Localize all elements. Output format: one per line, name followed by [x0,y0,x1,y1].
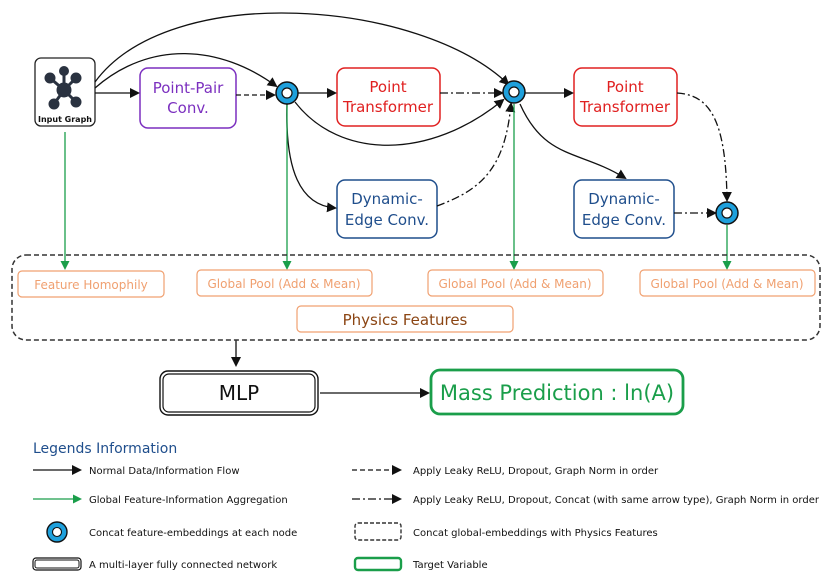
point-pair-line1: Point-Pair [153,79,224,97]
feature-homophily-label: Feature Homophily [34,278,148,292]
dashdot-arrows [436,88,732,218]
physics-features-label: Physics Features [343,311,468,329]
legend: Legends Information Normal Data/Informat… [32,441,820,572]
dynamic-edge-1-line2: Edge Conv. [345,211,429,229]
point-pair-conv-node: Point-Pair Conv. [139,67,237,129]
legend-concat-global-icon [354,522,402,541]
legend-concat-node-label: Concat feature-embeddings at each node [89,528,297,539]
arrow-pt2-to-concat3 [676,92,732,202]
input-graph-node: Input Graph [34,57,96,127]
arrow-concat2-to-de2 [519,103,627,180]
legend-global-aggregation-label: Global Feature-Information Aggregation [89,495,288,506]
legend-dashdot-label: Apply Leaky ReLU, Dropout, Concat (with … [413,495,820,506]
arrow-de1-to-concat2 [436,102,516,207]
mass-prediction-label: Mass Prediction : ln(A) [440,381,674,405]
legend-target-label: Target Variable [412,560,488,571]
point-transformer-1-line1: Point [369,78,406,96]
concat-node-3 [715,201,739,225]
global-pool-2-label: Global Pool (Add & Mean) [438,277,591,291]
dynamic-edge-conv-1-node: Dynamic- Edge Conv. [336,179,438,239]
point-pair-line2: Conv. [167,99,209,117]
dynamic-edge-2-line1: Dynamic- [588,190,660,208]
point-transformer-2-line1: Point [606,78,643,96]
global-pool-2-box: Global Pool (Add & Mean) [427,269,604,297]
global-pool-3-label: Global Pool (Add & Mean) [650,277,803,291]
legend-dashed-label: Apply Leaky ReLU, Dropout, Graph Norm in… [413,466,659,477]
legend-normal-flow-label: Normal Data/Information Flow [89,466,240,477]
global-pool-1-box: Global Pool (Add & Mean) [196,269,373,297]
legend-title: Legends Information [33,441,177,457]
point-transformer-2-line2: Transformer [579,98,671,116]
arrow-input-to-concat2 [94,12,510,86]
graph-network-icon [44,66,82,110]
normal-flow-arrows [94,12,627,398]
feature-homophily-box: Feature Homophily [17,270,165,298]
legend-target-icon [353,556,403,572]
mlp-label: MLP [219,381,259,405]
global-pool-1-label: Global Pool (Add & Mean) [207,277,360,291]
arrow-concat1-to-de1 [286,103,337,213]
legend-concat-global-label: Concat global-embeddings with Physics Fe… [413,528,658,539]
global-aggregation-arrows [60,104,732,270]
mass-prediction-box: Mass Prediction : ln(A) [429,368,685,416]
dynamic-edge-conv-2-node: Dynamic- Edge Conv. [573,179,675,239]
point-transformer-1-line2: Transformer [342,98,434,116]
dynamic-edge-2-line2: Edge Conv. [582,211,666,229]
arrow-concat1-to-concat2 [294,98,505,146]
global-pool-3-box: Global Pool (Add & Mean) [639,269,816,297]
point-transformer-1-node: Point Transformer [336,67,441,127]
legend-mlp-label: A multi-layer fully connected network [89,560,277,571]
physics-features-box: Physics Features [296,305,514,333]
legend-mlp-icon [32,557,82,571]
legend-concat-node-icon [46,521,68,543]
arrow-input-to-concat1 [94,53,278,89]
point-transformer-2-node: Point Transformer [573,67,678,127]
concat-node-2 [502,80,526,104]
input-graph-label: Input Graph [38,115,92,124]
dynamic-edge-1-line1: Dynamic- [351,190,423,208]
mlp-box: MLP [159,370,319,416]
concat-node-1 [275,81,299,105]
